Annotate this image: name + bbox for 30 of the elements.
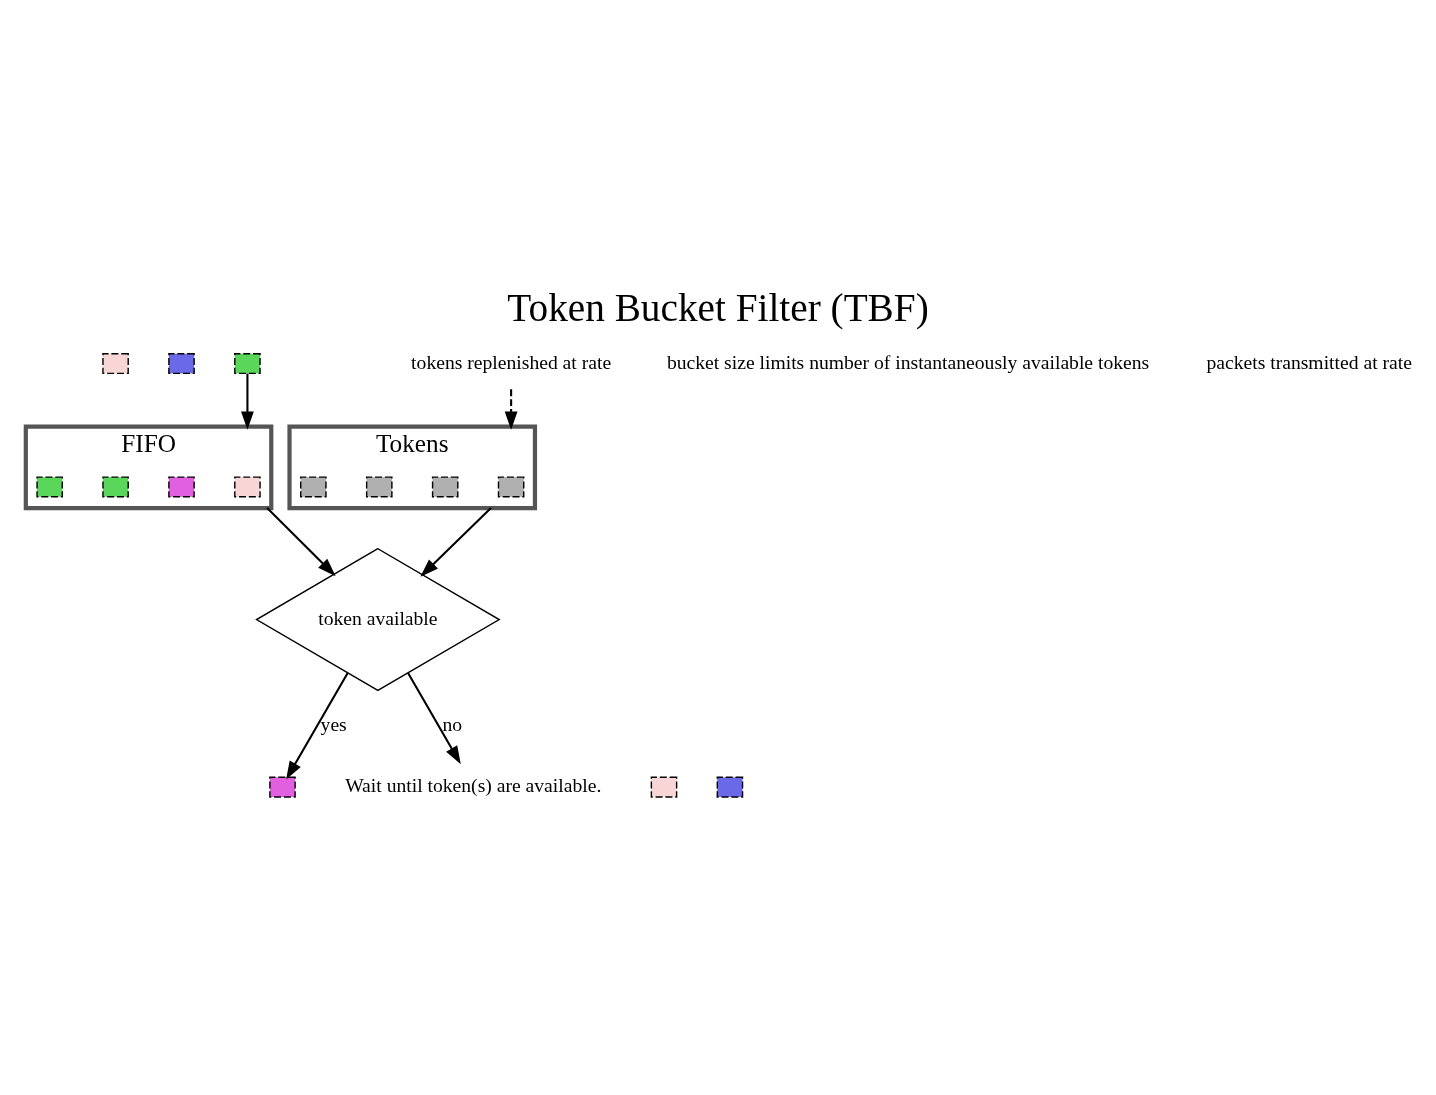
node-box [497,475,525,497]
label: packets transmitted at rate [1206,351,1412,373]
node-box [102,352,129,374]
node-box [102,475,129,497]
cluster: FIFO [23,424,274,510]
arrow [266,506,336,576]
arrow [241,373,254,430]
node-text: Wait until token(s) are available. [345,774,602,796]
arrow [407,672,461,764]
node-box [716,776,744,798]
node-box [36,475,63,497]
node-box [168,352,195,374]
edge-label: yes [320,713,347,735]
label: bucket size limits number of instantaneously available tokens [666,351,1150,373]
cluster: Tokens [287,424,538,510]
node-box [168,475,195,497]
arrow [420,506,492,577]
node-text: tokens replenished at rate [411,351,612,373]
node-box [365,475,393,497]
node-box [234,352,261,374]
node-diamond: token available [255,547,501,691]
node-box [300,475,327,497]
edge-label: no [442,713,463,735]
node-box [650,776,678,798]
node-box [234,475,261,497]
node-box [269,776,296,798]
diagram-title: Token Bucket Filter (TBF) [507,285,929,329]
arrow [504,388,518,430]
arrow [286,672,349,779]
node-box [431,475,459,497]
